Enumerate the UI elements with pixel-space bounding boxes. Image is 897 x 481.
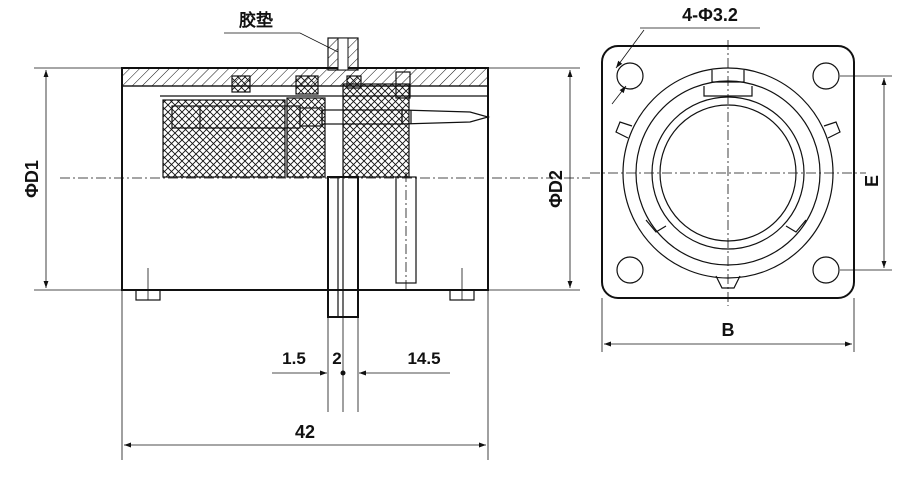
dim-b: B xyxy=(601,298,855,352)
dim-small-offsets: 1.5 2 14.5 xyxy=(272,317,450,412)
label-hole-spec: 4-Φ3.2 xyxy=(682,5,738,25)
mount-screw-right xyxy=(449,268,475,301)
dim-d2: ΦD2 xyxy=(488,67,580,291)
dim-d1: ΦD1 xyxy=(22,67,122,291)
mount-hole-bl xyxy=(616,256,644,284)
label-e: E xyxy=(862,175,882,187)
hole-callout: 4-Φ3.2 xyxy=(611,5,760,105)
label-14-5: 14.5 xyxy=(407,349,440,368)
label-gasket: 胶垫 xyxy=(239,10,273,30)
mount-hole-tl xyxy=(616,62,644,90)
mount-screw-left xyxy=(135,268,161,301)
dim-42: 42 xyxy=(121,290,489,460)
label-d2: ΦD2 xyxy=(546,170,566,208)
section-view xyxy=(60,37,590,318)
gasket-callout: 胶垫 xyxy=(224,10,339,53)
label-1-5: 1.5 xyxy=(282,349,306,368)
insulator-block-mid xyxy=(286,97,326,178)
label-d1: ΦD1 xyxy=(22,160,42,198)
mount-hole-tr xyxy=(812,62,840,90)
front-view xyxy=(590,40,866,306)
dim-e: E xyxy=(840,75,892,271)
insulator-block-left xyxy=(162,99,286,178)
label-b: B xyxy=(722,320,735,340)
mount-hole-br xyxy=(812,256,840,284)
insulator-block-right xyxy=(342,83,410,178)
label-42: 42 xyxy=(295,422,315,442)
contact-pin xyxy=(171,105,491,129)
label-2: 2 xyxy=(332,349,341,368)
